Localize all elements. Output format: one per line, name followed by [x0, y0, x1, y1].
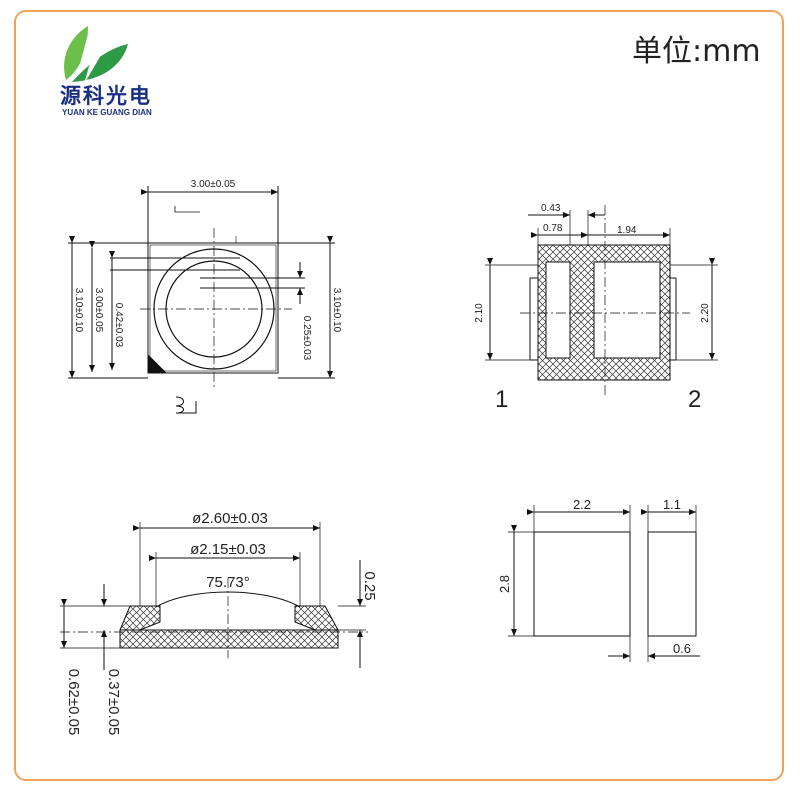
leaf-lightning-logo — [64, 26, 128, 84]
pin1-label: 1 — [495, 386, 508, 413]
bottom-view — [485, 205, 718, 395]
side-view — [60, 522, 368, 670]
dim-210: 2.10 — [474, 303, 485, 323]
lens-offset-dim: 0.42±0.03 — [113, 303, 124, 348]
dim-194: 1.94 — [617, 225, 637, 236]
unit-label: 单位:mm — [632, 34, 761, 69]
pad-small-width-dim: 1.1 — [663, 497, 681, 512]
top-view — [68, 186, 335, 414]
top-height-inner-dim: 3.00±0.05 — [93, 288, 104, 333]
pad-width-dim: 2.2 — [573, 497, 591, 512]
total-height-dim: 0.62±0.05 — [65, 669, 82, 736]
pad-small — [647, 531, 697, 637]
dim-220: 2.20 — [700, 303, 711, 323]
inner-diameter-dim: ø2.15±0.03 — [190, 541, 266, 558]
lens-height-dim: 0.25 — [361, 571, 378, 600]
dim-078: 0.78 — [543, 223, 563, 234]
pin2-mark-rotated — [175, 396, 197, 414]
base-height-dim: 0.37±0.05 — [105, 669, 122, 736]
package-outline — [147, 242, 279, 374]
pad-layout — [508, 505, 700, 662]
pad-large — [533, 531, 631, 637]
lens-angle-dim: 75.73° — [206, 574, 250, 591]
dim-043: 0.43 — [541, 203, 561, 214]
top-width-dim: 3.00±0.05 — [191, 179, 236, 190]
polarity-mark — [147, 353, 167, 373]
pin2-label: 2 — [688, 386, 701, 413]
brand-name-cn: 源科光电 — [60, 84, 152, 108]
pad-gap-dim: 0.6 — [673, 641, 691, 656]
top-height-outer-dim: 3.10±0.10 — [331, 288, 342, 333]
outer-diameter-dim: ø2.60±0.03 — [192, 510, 268, 527]
ring-gap-dim: 0.25±0.03 — [301, 316, 312, 361]
brand-name-en: YUAN KE GUANG DIAN — [62, 108, 152, 117]
rotated-dim-label: 3.10±0.10 — [73, 288, 84, 333]
pad-height-dim: 2.8 — [497, 575, 512, 593]
drawing-frame — [14, 10, 784, 781]
